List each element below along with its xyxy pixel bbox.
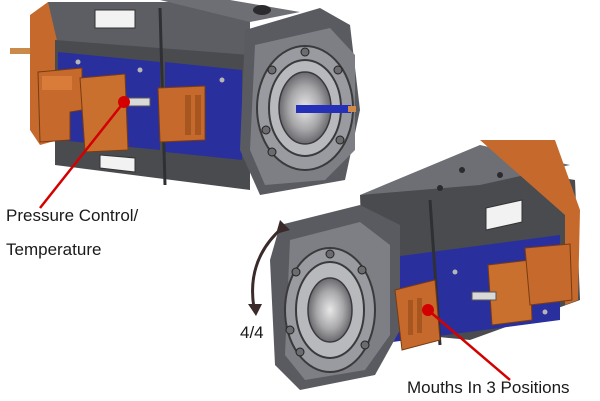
bolt-icon [300, 47, 310, 57]
bolt-icon [452, 269, 458, 275]
lower-copper-endplate [480, 140, 580, 305]
upper-left-shaft [10, 48, 36, 54]
lower-device [270, 140, 580, 390]
connector-slot [195, 95, 201, 135]
upper-copper-connectors [37, 67, 206, 153]
bolt-icon [219, 77, 225, 83]
bolt-icon [542, 309, 548, 315]
upper-blue-shaft [296, 105, 351, 113]
lower-top-hole [437, 185, 443, 191]
connector-block [487, 259, 533, 326]
bolt-icon [335, 135, 345, 145]
upper-device [10, 0, 360, 195]
bolt-icon [285, 325, 295, 335]
bolt-icon [291, 267, 301, 277]
mouths-callout [422, 304, 511, 381]
rotation-arrow-icon [248, 220, 290, 316]
connector-face [42, 76, 72, 90]
rotation-arc [251, 226, 283, 309]
bolt-icon [267, 65, 277, 75]
connector-block [524, 243, 573, 306]
sensor-pin [127, 97, 151, 107]
bolt-icon [75, 59, 81, 65]
rotation-label: 4/4 [240, 323, 264, 342]
upper-top-hole [253, 5, 271, 15]
rotation-arrowhead-top [276, 220, 290, 234]
bolt-icon [261, 125, 271, 135]
upper-display-panel [94, 9, 136, 29]
pressure-label-line1: Pressure Control/ [6, 206, 139, 225]
bolt-icon [325, 249, 335, 259]
bolt-icon [360, 340, 370, 350]
lower-bore [307, 277, 353, 343]
upper-lower-display [99, 154, 136, 173]
bolt-icon [333, 65, 343, 75]
pressure-callout-line [39, 101, 125, 209]
upper-housing-top-face [160, 0, 300, 22]
lower-top-hole [459, 167, 465, 173]
connector-block [157, 85, 206, 143]
connector-block [79, 73, 129, 153]
upper-shaft-tip [348, 106, 356, 112]
rotation-arrowhead-bottom [248, 304, 262, 316]
mouths-label: Mouths In 3 Positions [407, 378, 570, 397]
lower-display-panel [485, 199, 523, 231]
bolt-icon [267, 147, 277, 157]
pressure-callout-dot [118, 96, 130, 108]
pressure-callout [39, 96, 130, 209]
lower-copper-connectors [394, 243, 573, 351]
connector-slot [417, 298, 422, 333]
bolt-icon [295, 347, 305, 357]
sensor-pin [471, 291, 497, 301]
lower-top-hole [497, 172, 503, 178]
connector-slot [185, 95, 191, 135]
pressure-label-line2: Temperature [6, 240, 102, 259]
bolt-icon [357, 265, 367, 275]
connector-slot [408, 300, 413, 335]
mouths-callout-line [427, 309, 511, 381]
bolt-icon [137, 67, 143, 73]
mouths-callout-dot [422, 304, 434, 316]
